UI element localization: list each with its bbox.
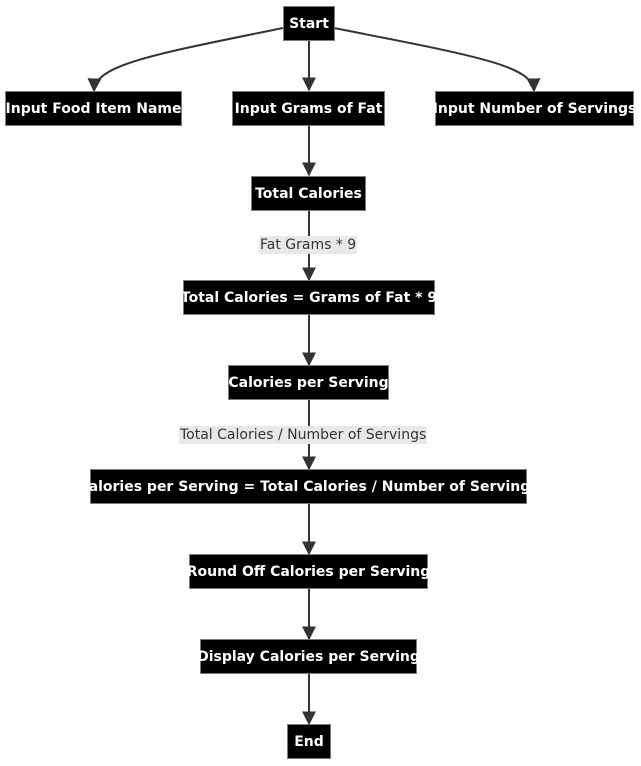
node-input-number-of-servings: Input Number of Servings [433, 91, 636, 126]
node-round-off-calories-per-serving: Round Off Calories per Serving [187, 554, 430, 589]
node-end: End [287, 724, 331, 759]
node-total-calories-calculation: Total Calories = Grams of Fat * 9 [181, 280, 437, 315]
edge-start-to-servings [333, 27, 541, 93]
node-total-calories: Total Calories [251, 176, 366, 211]
node-calories-per-serving: Calories per Serving [228, 365, 389, 400]
edge-label-fat-grams-times-nine: Fat Grams * 9 [259, 236, 358, 254]
edge-start-to-food-name [87, 27, 284, 93]
node-start: Start [283, 6, 335, 41]
node-calories-per-serving-calculation: Calories per Serving = Total Calories / … [78, 469, 539, 504]
node-display-calories-per-serving: Display Calories per Serving [197, 639, 420, 674]
node-input-food-item-name: Input Food Item Name [5, 91, 182, 126]
node-input-grams-of-fat: Input Grams of Fat [232, 91, 385, 126]
edge-label-total-calories-div-servings: Total Calories / Number of Servings [179, 426, 428, 444]
